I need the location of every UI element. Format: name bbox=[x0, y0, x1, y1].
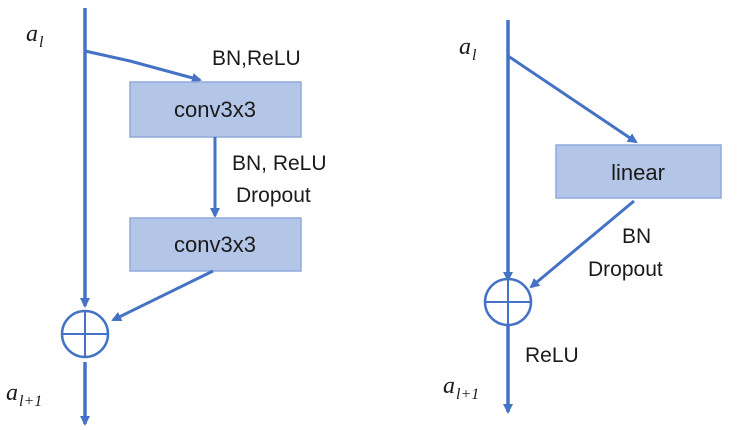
right-branch-arrow bbox=[507, 54, 638, 144]
left-input-label: a l bbox=[26, 21, 44, 51]
svg-text:l+1: l+1 bbox=[19, 393, 42, 410]
left-merge-arrow bbox=[111, 269, 214, 322]
right-linear-label: linear bbox=[611, 160, 665, 185]
left-bn-relu-label-2: BN, ReLU bbox=[232, 152, 327, 175]
right-relu-label: ReLU bbox=[525, 344, 579, 367]
svg-text:a: a bbox=[6, 380, 18, 406]
svg-text:a: a bbox=[443, 373, 455, 399]
left-dropout-label: Dropout bbox=[236, 184, 311, 207]
plus-circle-icon bbox=[60, 309, 110, 359]
right-output-label: a l+1 bbox=[443, 373, 479, 403]
right-linear-box bbox=[555, 144, 722, 199]
svg-text:l+1: l+1 bbox=[456, 386, 479, 403]
right-residual-block: linear BN Dropout ReLU a l a l+1 bbox=[443, 20, 722, 414]
right-input-label: a l bbox=[459, 34, 477, 64]
left-conv2-label: conv3x3 bbox=[174, 232, 256, 257]
svg-text:a: a bbox=[459, 34, 471, 60]
right-bn-label: BN bbox=[622, 225, 651, 248]
left-conv1-label: conv3x3 bbox=[174, 97, 256, 122]
left-residual-block: conv3x3 conv3x3 BN,ReLU BN, ReLU Dropout… bbox=[6, 8, 327, 426]
left-branch-arrow bbox=[84, 49, 202, 83]
plus-circle-icon bbox=[483, 277, 533, 327]
svg-text:l: l bbox=[39, 34, 44, 51]
left-bn-relu-label: BN,ReLU bbox=[212, 47, 301, 70]
left-conv1-box bbox=[129, 81, 302, 138]
svg-text:a: a bbox=[26, 21, 38, 47]
left-output-label: a l+1 bbox=[6, 380, 42, 410]
left-conv2-box bbox=[129, 217, 302, 272]
svg-text:l: l bbox=[472, 47, 477, 64]
right-merge-arrow bbox=[529, 199, 635, 289]
right-dropout-label: Dropout bbox=[588, 258, 663, 281]
